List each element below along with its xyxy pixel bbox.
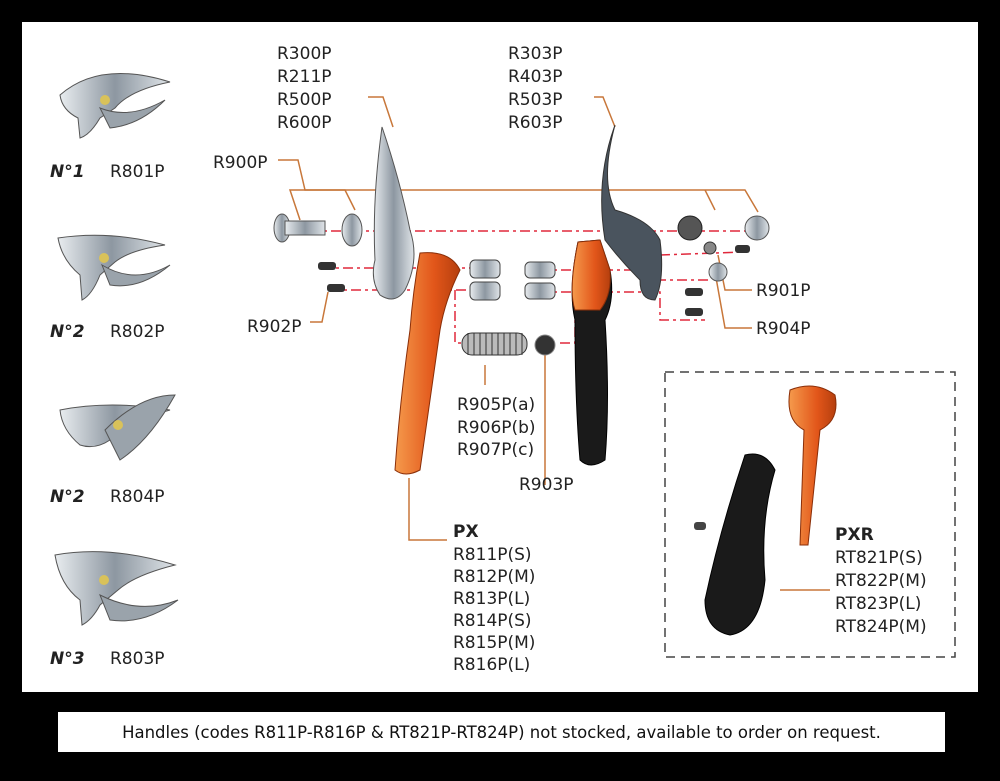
blade-thumbnail-1 — [59, 73, 171, 139]
exploded-parts-diagram: N°1 R801P N°2 R802P N°2 R804P N°3 R803P — [50, 44, 956, 675]
adjuster-knob — [708, 262, 728, 282]
pxr-title: PXR — [835, 525, 874, 545]
part-code: R903P — [519, 475, 574, 495]
part-code: R900P — [213, 153, 268, 173]
blade-code: R804P — [110, 487, 165, 507]
part-code: R600P — [277, 113, 332, 133]
part-code: R500P — [277, 90, 332, 110]
nut — [744, 215, 770, 241]
pxr-grip — [704, 453, 776, 636]
lock-washer — [677, 215, 703, 241]
washer — [341, 213, 363, 247]
part-code: R906P(b) — [457, 418, 536, 438]
part-code: R603P — [508, 113, 563, 133]
px-title: PX — [453, 522, 479, 542]
diagram-panel — [22, 22, 978, 692]
blade-number: N°2 — [50, 487, 85, 507]
bushing — [524, 261, 556, 279]
pxr-box — [664, 371, 956, 658]
part-code: R813P(L) — [453, 589, 530, 609]
part-code: RT822P(M) — [835, 571, 927, 591]
blade-code: R803P — [110, 649, 165, 669]
part-code: R902P — [247, 317, 302, 337]
buffer — [534, 334, 556, 356]
blade-code: R802P — [110, 322, 165, 342]
part-code: R907P(c) — [457, 440, 534, 460]
part-code: R815P(M) — [453, 633, 535, 653]
star-washer — [703, 241, 717, 255]
blade-number: N°1 — [50, 162, 85, 182]
pxr-handle-core — [788, 385, 837, 546]
upper-blade — [372, 126, 415, 300]
blade-number: N°2 — [50, 322, 85, 342]
stock-notice: Handles (codes R811P-R816P & RT821P-RT82… — [58, 712, 945, 752]
screw — [685, 308, 703, 316]
blade-labels: N°1 R801P N°2 R802P N°2 R804P N°3 R803P — [50, 162, 165, 669]
part-code: R904P — [756, 319, 811, 339]
part-code: R901P — [756, 281, 811, 301]
screw — [685, 288, 703, 296]
part-code: RT823P(L) — [835, 594, 921, 614]
part-code: R816P(L) — [453, 655, 530, 675]
spring — [461, 332, 528, 356]
part-code: RT821P(S) — [835, 548, 923, 568]
part-code: R811P(S) — [453, 545, 532, 565]
px-handle-orange — [394, 252, 461, 475]
part-code: R303P — [508, 44, 563, 64]
part-code: R814P(S) — [453, 611, 532, 631]
lower-blade — [601, 124, 663, 301]
part-code: R905P(a) — [457, 395, 535, 415]
pivot-bolt — [273, 213, 326, 243]
screw — [327, 284, 345, 292]
bushing — [469, 259, 501, 279]
blade-thumbnail-2 — [57, 234, 171, 301]
blade-code: R801P — [110, 162, 165, 182]
bushing — [524, 282, 556, 300]
part-code: R211P — [277, 67, 332, 87]
callout-labels: R300P R211P R500P R600P R303P R403P R503… — [213, 44, 927, 675]
blade-thumbnail-3 — [59, 394, 176, 461]
part-code: R503P — [508, 90, 563, 110]
screw — [318, 262, 336, 270]
pxr-screw — [694, 522, 706, 530]
part-code: R812P(M) — [453, 567, 535, 587]
blade-number: N°3 — [50, 649, 85, 669]
part-code: RT824P(M) — [835, 617, 927, 637]
px-handle-head — [571, 239, 611, 311]
leader-lines — [278, 96, 830, 591]
part-code: R300P — [277, 44, 332, 64]
blade-thumbnail-4 — [54, 551, 179, 626]
bushing — [469, 281, 501, 301]
screw — [735, 245, 750, 253]
part-code: R403P — [508, 67, 563, 87]
